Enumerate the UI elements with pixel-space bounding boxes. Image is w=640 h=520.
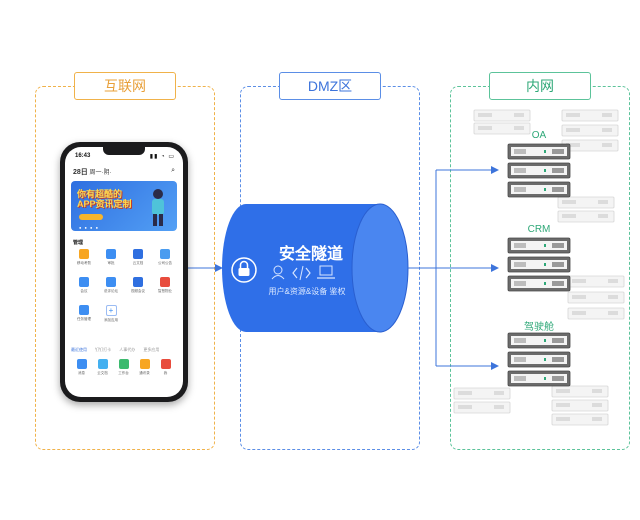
- plus-icon: +: [105, 305, 117, 316]
- secure-tunnel: [222, 203, 409, 333]
- dmz-zone-label: DMZ区: [279, 72, 381, 100]
- app-item[interactable]: 移动考勤: [71, 249, 97, 266]
- crm-server-stack: [507, 237, 571, 292]
- cockpit-server-stack: [507, 332, 571, 387]
- task-icon: [79, 305, 89, 315]
- search-icon[interactable]: ⌕: [171, 167, 175, 174]
- cockpit-label: 驾驶舱: [524, 322, 554, 333]
- faded-server-group-3: [453, 385, 609, 426]
- code-icon: [292, 265, 311, 281]
- nav-item[interactable]: 工作台: [113, 359, 134, 376]
- phone-mockup: 16:43 ▮▮ ◔ ▭ 28日 周一·阴· ⌕ 你有超酷的 APP资讯定制 ●…: [60, 142, 188, 402]
- tab-hr[interactable]: 人事代办: [119, 347, 136, 352]
- internet-zone-label: 互联网: [74, 72, 176, 100]
- nav-item[interactable]: 消息: [71, 359, 92, 376]
- crm-label: CRM: [527, 224, 551, 235]
- property-icon: [160, 277, 170, 287]
- tunnel-to-servers-connector: [408, 166, 499, 370]
- section-title: 管理: [73, 240, 84, 246]
- laptop-icon: [317, 265, 335, 279]
- app-item[interactable]: 云文档: [125, 249, 151, 266]
- tab-row: 最近使用 钉钉打卡 人事代办 更多应用: [71, 347, 177, 353]
- message-icon: [76, 359, 87, 369]
- date-label: 28日: [73, 169, 88, 176]
- date-sub: 周一·阴·: [89, 170, 112, 176]
- header-date: 28日 周一·阴·: [73, 167, 175, 177]
- app-item[interactable]: 视频会议: [125, 277, 151, 294]
- tunnel-title: 安全隧道: [278, 246, 343, 263]
- app-item[interactable]: 说评论坛: [98, 277, 124, 294]
- forum-icon: [106, 277, 116, 287]
- illustration-person-icon: [152, 189, 164, 226]
- nav-item[interactable]: 我: [155, 359, 176, 376]
- banner-pager: ● ● ● ●: [79, 225, 99, 230]
- tab-checkin[interactable]: 钉钉打卡: [95, 347, 112, 352]
- video-meeting-icon: [133, 277, 143, 287]
- banner-button[interactable]: [79, 214, 103, 220]
- app-item[interactable]: 任务管理: [71, 305, 97, 322]
- lock-icon: [231, 257, 257, 283]
- tunnel-subtitle: 用户&资源&设备 鉴权: [268, 287, 346, 296]
- oa-label: OA: [531, 130, 547, 141]
- phone-notch: [103, 147, 145, 155]
- app-item[interactable]: 会议: [71, 277, 97, 294]
- contacts-icon: [139, 359, 150, 369]
- announcement-icon: [160, 249, 170, 259]
- tab-more[interactable]: 更多应用: [143, 347, 160, 352]
- cloud-doc-icon: [133, 249, 143, 259]
- intranet-zone-label: 内网: [489, 72, 591, 100]
- doc-icon: [97, 359, 108, 369]
- workbench-icon: [118, 359, 129, 369]
- attendance-icon: [79, 249, 89, 259]
- app-item[interactable]: 公司公告: [152, 249, 178, 266]
- banner-title: 你有超酷的 APP资讯定制: [77, 189, 132, 209]
- app-item[interactable]: 审批: [98, 249, 124, 266]
- oa-server-stack: [507, 143, 571, 198]
- status-time: 16:43: [75, 153, 91, 159]
- phone-screen: 16:43 ▮▮ ◔ ▭ 28日 周一·阴· ⌕ 你有超酷的 APP资讯定制 ●…: [65, 147, 183, 397]
- meeting-icon: [79, 277, 89, 287]
- nav-item[interactable]: 云文档: [92, 359, 113, 376]
- user-icon: [271, 265, 285, 280]
- status-icons: ▮▮ ◔ ▭: [149, 154, 175, 160]
- approval-icon: [106, 249, 116, 259]
- profile-icon: [160, 359, 171, 369]
- add-app-item[interactable]: + 添加应用: [104, 305, 118, 322]
- tab-recent[interactable]: 最近使用: [71, 347, 87, 352]
- nav-item[interactable]: 通讯录: [134, 359, 155, 376]
- promo-banner[interactable]: 你有超酷的 APP资讯定制 ● ● ● ●: [71, 181, 177, 231]
- app-item[interactable]: 智慧物业: [152, 277, 178, 294]
